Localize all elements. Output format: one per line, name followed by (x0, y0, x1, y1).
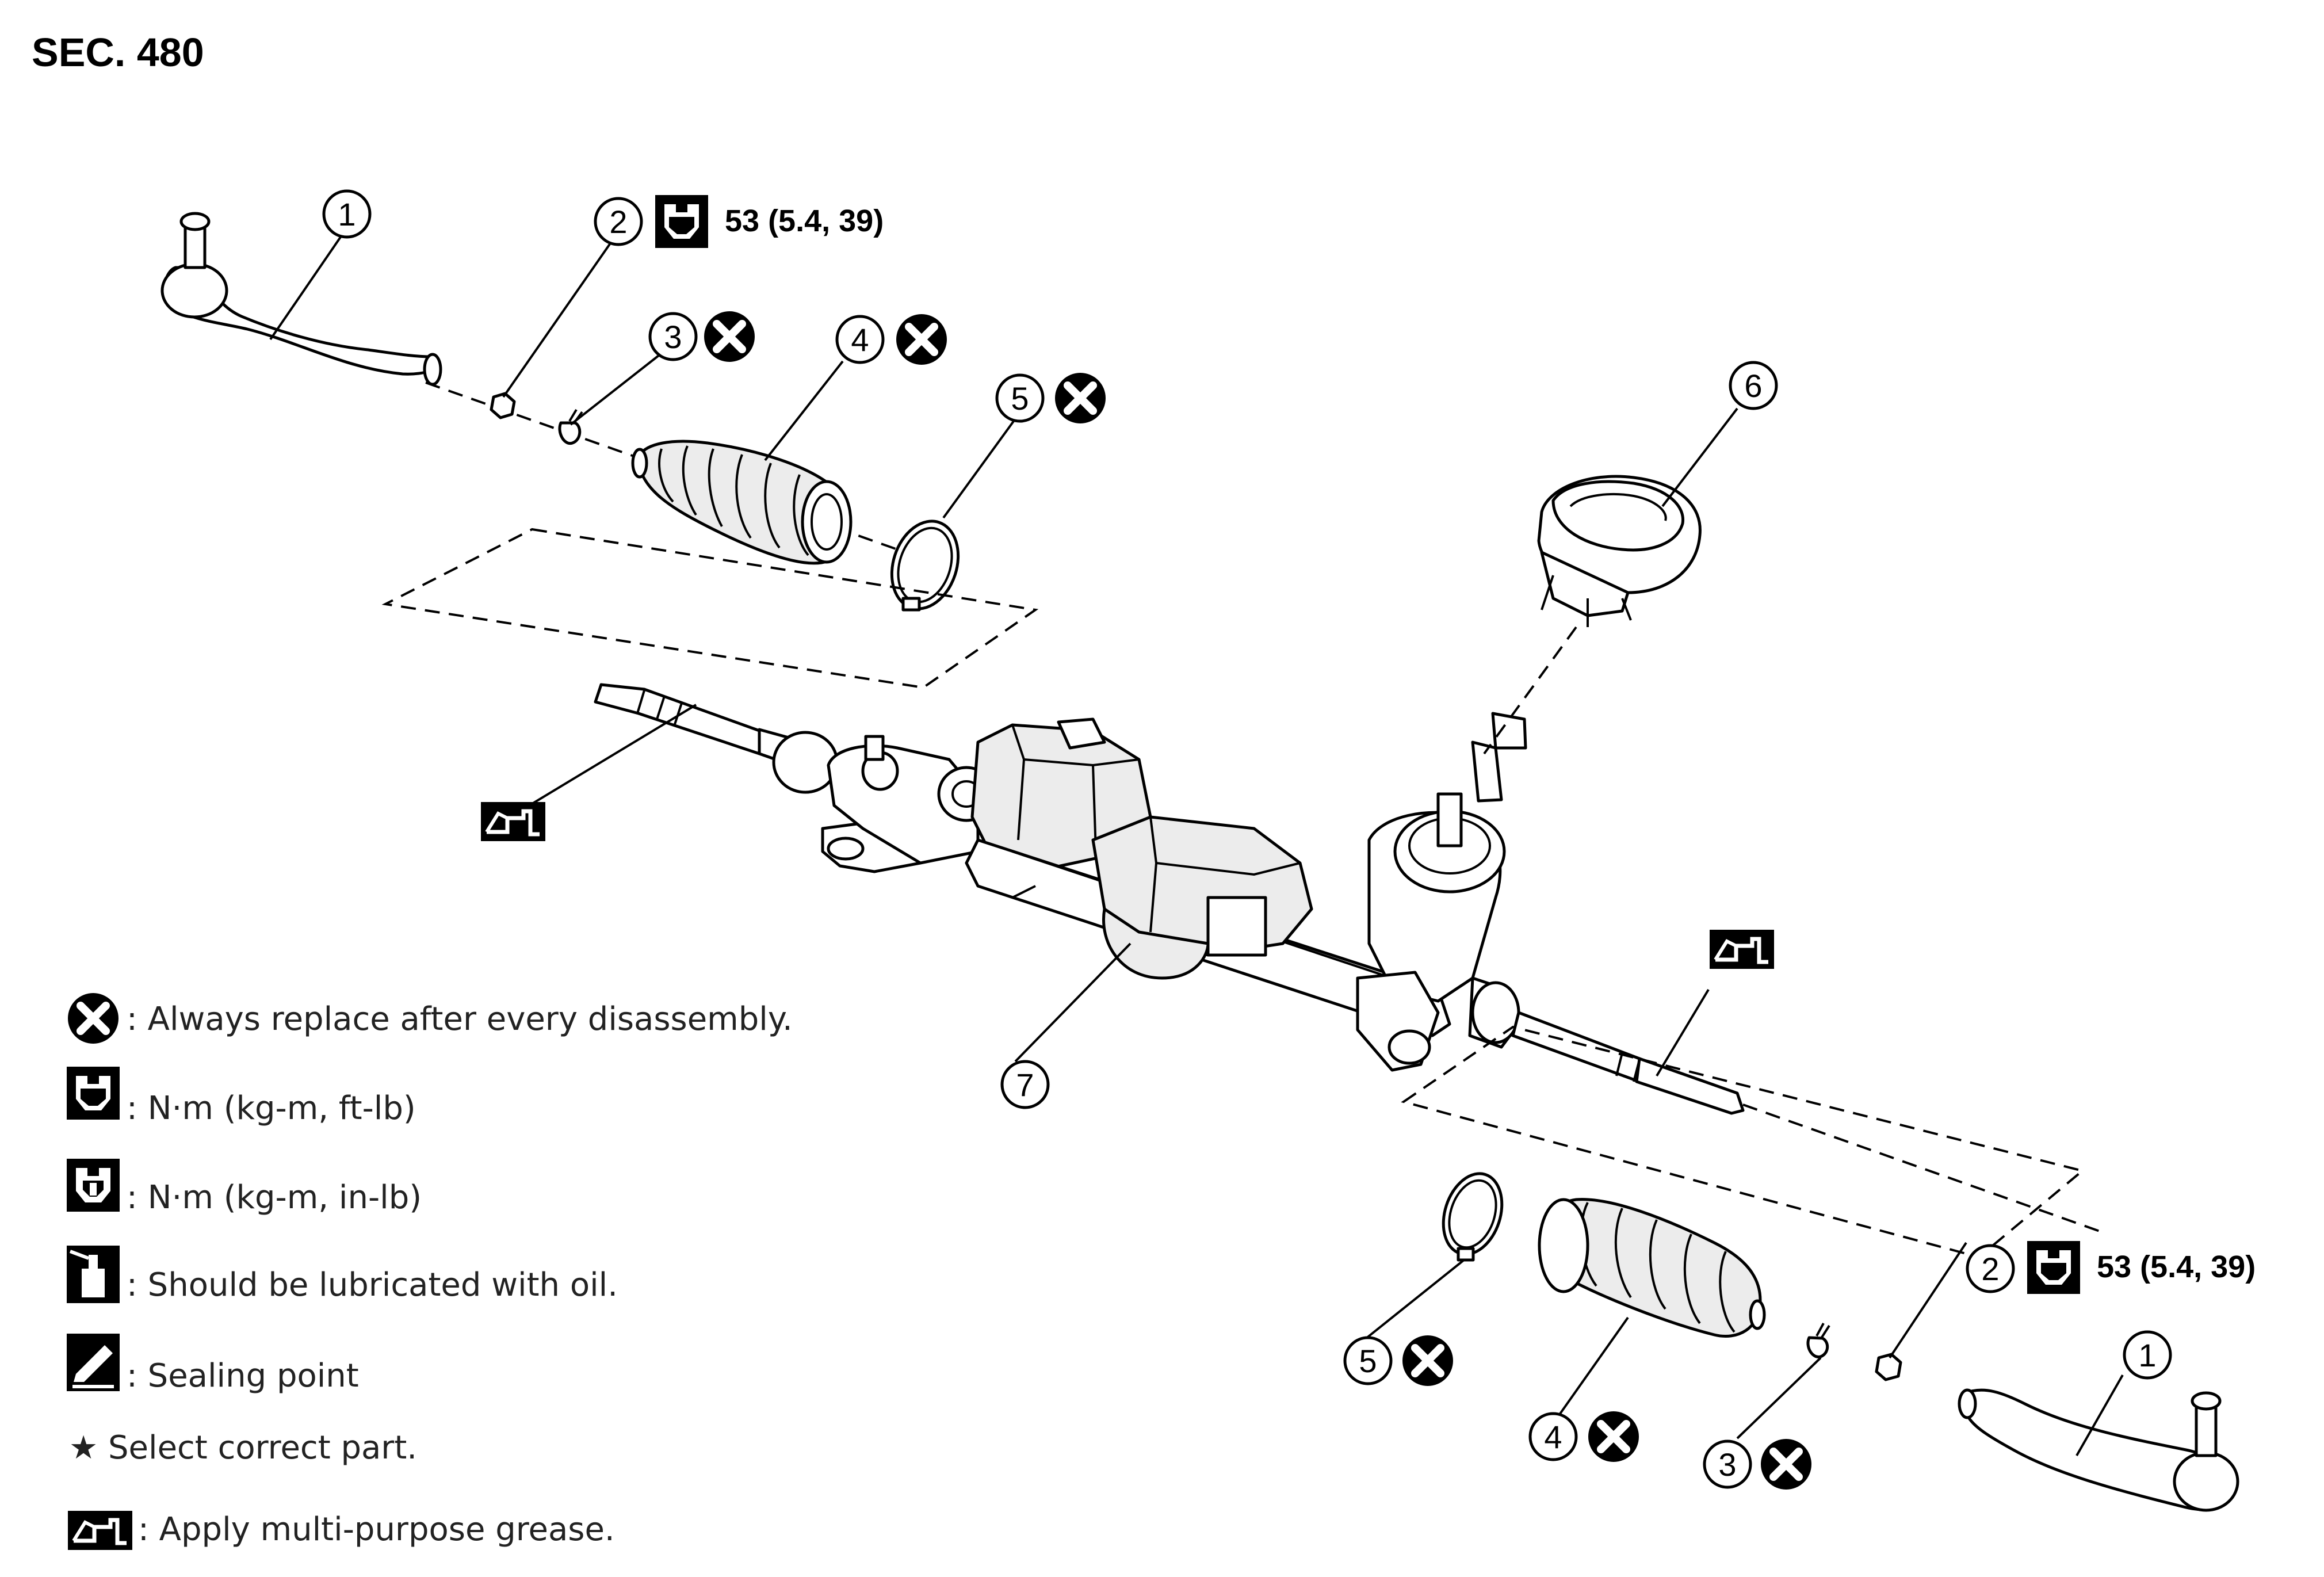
callout-2-left-label: 2 (609, 204, 627, 240)
legend-replace-x-icon (68, 993, 119, 1044)
callout-2-right: 2 (1966, 1244, 2015, 1293)
right-boot-replace-icon (1588, 1411, 1639, 1462)
left-torque-icon (655, 195, 708, 248)
callout-1-right-label: 1 (2138, 1337, 2156, 1373)
legend: : Always replace after every disassembly… (67, 993, 793, 1550)
legend-oil-text: : Should be lubricated with oil. (127, 1266, 618, 1304)
callout-2-right-label: 2 (1981, 1251, 1999, 1287)
left-clamp-replace-icon (704, 311, 755, 362)
callout-1-left: 1 (322, 189, 372, 239)
legend-torque-wrench-icon (67, 1067, 120, 1120)
legend-torque-wrench-small-icon (67, 1159, 120, 1212)
callout-4-left: 4 (835, 315, 885, 364)
left-boot-clamp (890, 520, 960, 612)
pinion-centerline (1483, 626, 1577, 755)
right-boot-clamp-replace-icon (1402, 1335, 1453, 1386)
callout-4-left-label: 4 (851, 322, 869, 358)
right-boot (1538, 1198, 1766, 1338)
right-boot-clamp (1442, 1172, 1504, 1262)
callout-1-left-label: 1 (338, 196, 356, 232)
legend-sealing-text: : Sealing point (127, 1357, 359, 1395)
right-grease-icon (1710, 930, 1774, 969)
section-title: SEC. 480 (32, 30, 204, 75)
callout-1-right: 1 (2123, 1330, 2172, 1380)
left-torque-value: 53 (5.4, 39) (725, 204, 884, 238)
callout-6-label: 6 (1744, 368, 1762, 404)
callout-7: 7 (1000, 1060, 1050, 1109)
legend-star-text: ★ Select correct part. (69, 1429, 417, 1467)
callout-5-left: 5 (995, 373, 1045, 423)
right-lock-nut (1875, 1353, 1902, 1381)
callout-4-right-label: 4 (1544, 1419, 1562, 1455)
right-clamp-replace-icon (1761, 1439, 1811, 1490)
right-centerline (1742, 1103, 2100, 1232)
legend-torque-inlb-text: : N·m (kg-m, in-lb) (127, 1179, 422, 1216)
right-torque-icon (2027, 1241, 2080, 1294)
legend-torque-ftlb-text: : N·m (kg-m, ft-lb) (127, 1090, 416, 1127)
callout-2-left: 2 (594, 197, 643, 246)
callout-3-right-label: 3 (1718, 1446, 1736, 1483)
callout-5-right: 5 (1343, 1336, 1393, 1385)
callout-5-right-label: 5 (1359, 1343, 1377, 1379)
left-boot-clamp-replace-icon (1055, 373, 1106, 423)
left-inner-socket-rod (594, 683, 839, 794)
left-boot-replace-icon (896, 314, 947, 365)
left-boot (631, 440, 853, 565)
right-inner-socket-rod (1511, 1011, 1745, 1115)
steering-gear-assembly (821, 712, 1527, 1072)
right-small-clamp (1806, 1323, 1830, 1358)
right-dashed-frame (1401, 1025, 2085, 1259)
right-outer-tie-rod-end (1958, 1388, 2239, 1512)
legend-oil-can-icon (67, 1246, 120, 1303)
legend-sealing-icon (67, 1334, 120, 1391)
callout-3-right: 3 (1703, 1439, 1752, 1489)
callout-4-right: 4 (1528, 1412, 1578, 1461)
callout-6: 6 (1729, 361, 1778, 410)
legend-replace-text: : Always replace after every disassembly… (127, 1001, 793, 1038)
legend-grease-icon (68, 1511, 132, 1550)
legend-grease-text: : Apply multi-purpose grease. (138, 1511, 615, 1548)
left-grease-icon (481, 802, 545, 841)
callout-3-left-label: 3 (664, 319, 682, 355)
left-dashed-frame (381, 528, 1039, 689)
callout-7-label: 7 (1016, 1067, 1034, 1103)
left-lock-nut (490, 392, 516, 419)
left-outer-tie-rod-end (160, 212, 442, 386)
leader-lines (269, 236, 2124, 1456)
callout-3-left: 3 (648, 312, 698, 361)
callout-5-left-label: 5 (1011, 380, 1029, 417)
right-torque-value: 53 (5.4, 39) (2097, 1250, 2256, 1284)
pinion-grommet (1537, 475, 1702, 627)
left-small-clamp (558, 408, 583, 445)
